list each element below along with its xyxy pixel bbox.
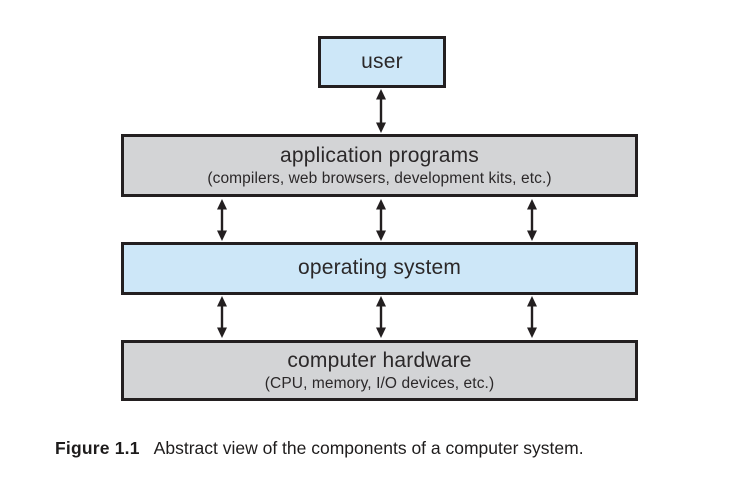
box-computer-hardware-sublabel: (CPU, memory, I/O devices, etc.) bbox=[264, 374, 495, 392]
figure-caption: Figure 1.1 Abstract view of the component… bbox=[55, 438, 584, 459]
bidirectional-arrow-user-applications-icon bbox=[376, 89, 386, 133]
bidirectional-arrow-applications-os-center-icon bbox=[376, 199, 386, 241]
box-application-programs: application programs (compilers, web bro… bbox=[121, 134, 638, 197]
bidirectional-arrow-os-hardware-left-icon bbox=[217, 296, 227, 338]
box-operating-system-label: operating system bbox=[297, 256, 462, 280]
box-user: user bbox=[318, 36, 446, 88]
figure-caption-text: Abstract view of the components of a com… bbox=[153, 438, 584, 458]
box-computer-hardware-label: computer hardware bbox=[287, 348, 472, 372]
box-application-programs-sublabel: (compilers, web browsers, development ki… bbox=[207, 169, 552, 187]
figure-caption-number: Figure 1.1 bbox=[55, 438, 140, 458]
box-user-label: user bbox=[361, 49, 403, 73]
bidirectional-arrow-applications-os-right-icon bbox=[527, 199, 537, 241]
box-operating-system: operating system bbox=[121, 242, 638, 295]
box-computer-hardware: computer hardware (CPU, memory, I/O devi… bbox=[121, 340, 638, 401]
bidirectional-arrow-applications-os-left-icon bbox=[217, 199, 227, 241]
bidirectional-arrow-os-hardware-center-icon bbox=[376, 296, 386, 338]
bidirectional-arrow-os-hardware-right-icon bbox=[527, 296, 537, 338]
box-application-programs-label: application programs bbox=[280, 143, 479, 167]
